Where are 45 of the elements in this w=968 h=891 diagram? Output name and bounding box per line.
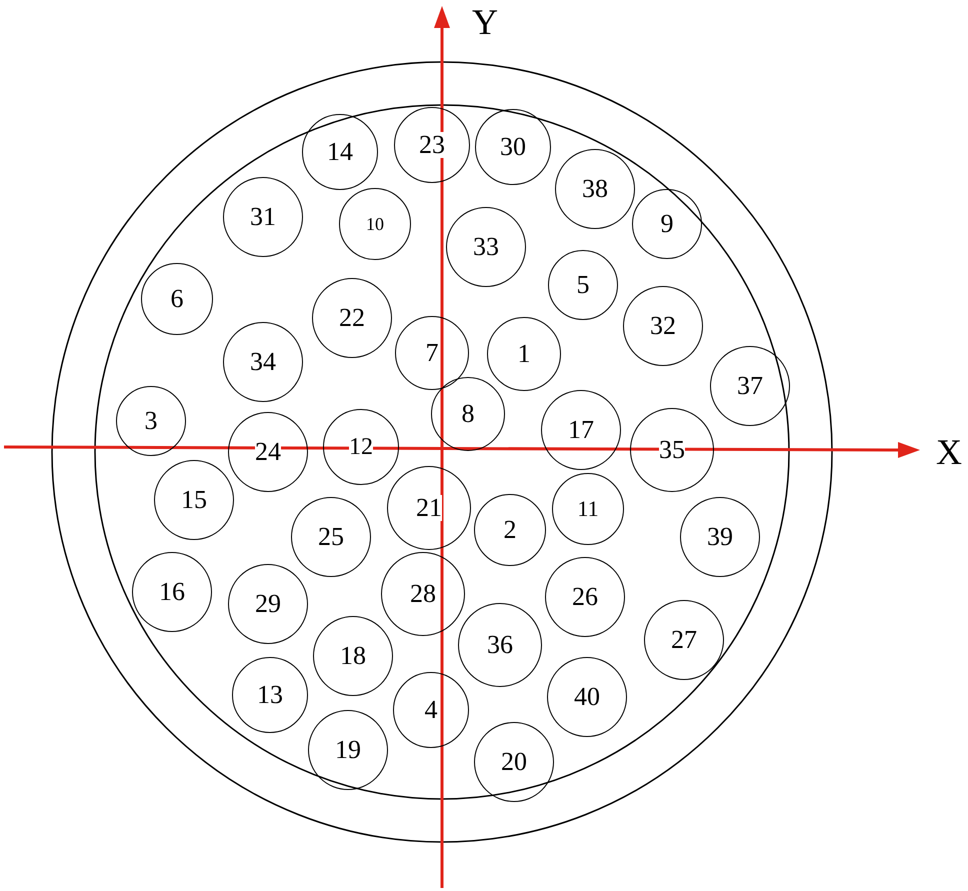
wire-circle (680, 497, 760, 577)
wire-circle (630, 408, 714, 492)
wire-circle (116, 386, 186, 456)
wire-circle (547, 657, 627, 737)
wire-circle (555, 149, 635, 229)
wire-circle (223, 177, 303, 257)
wire-circle (393, 672, 469, 748)
wire-number: 21 (416, 495, 442, 521)
wire-circle (395, 316, 469, 390)
wire-number: 23 (419, 132, 445, 158)
wire-circle (458, 603, 542, 687)
wire-circle (644, 600, 724, 680)
wire-circle (312, 278, 392, 358)
wire-circle (487, 317, 561, 391)
wire-circle (632, 189, 702, 259)
wire-circle (541, 390, 621, 470)
axis-label: X (936, 434, 962, 470)
wire-circle (474, 722, 554, 802)
wire-circle (623, 286, 703, 366)
wire-circle (228, 564, 308, 644)
wire-circle (548, 250, 618, 320)
wire-circle (446, 207, 526, 287)
wire-circle (323, 409, 399, 485)
wire-circle (381, 552, 465, 636)
wire-number: 10 (366, 215, 384, 233)
wire-circle (302, 114, 378, 190)
wire-circle (154, 460, 234, 540)
wire-circle (474, 494, 546, 566)
wire-circle (291, 497, 371, 577)
wire-circle (308, 710, 388, 790)
wire-circle (431, 377, 505, 451)
wire-circle (232, 657, 308, 733)
wire-circle (475, 109, 551, 185)
wire-circle (313, 616, 393, 696)
wire-circle (339, 188, 411, 260)
wire-circle (228, 412, 308, 492)
axis-label: Y (472, 4, 498, 40)
wire-circle (545, 557, 625, 637)
wire-circle (223, 322, 303, 402)
wire-circle (710, 346, 790, 426)
wire-circle (394, 107, 470, 183)
wire-circle (552, 473, 624, 545)
wire-circle (132, 552, 212, 632)
wire-circle (387, 466, 471, 550)
wire-circle (141, 263, 213, 335)
